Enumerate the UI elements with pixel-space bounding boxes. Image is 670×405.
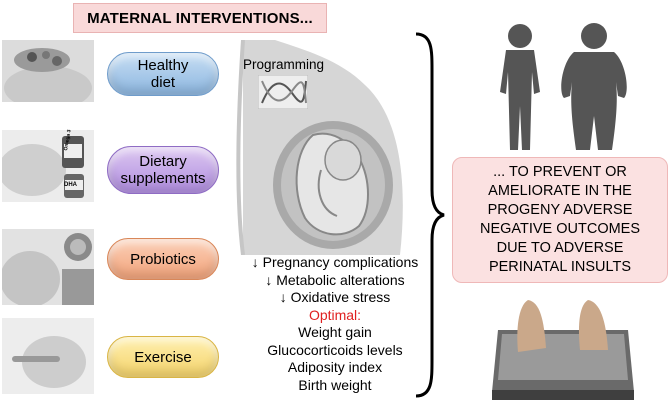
healthy-diet-photo [2, 40, 94, 102]
pregnancy-illustration [236, 40, 403, 255]
probiotics-pill: Probiotics [107, 238, 219, 280]
healthy-diet-pill: Healthy diet [107, 52, 219, 96]
weight-scale-icon [492, 300, 634, 400]
optimal-weight-gain: Weight gain [298, 324, 372, 340]
healthy-diet-label: Healthy diet [137, 57, 189, 91]
prevent-outcomes-box: ... TO PREVENT OR AMELIORATE IN THE PROG… [452, 157, 668, 283]
exercise-pill: Exercise [107, 336, 219, 378]
optimal-glucocorticoids: Glucocorticoids levels [267, 341, 403, 358]
optimal-birth-weight: Birth weight [298, 376, 372, 393]
exercise-label: Exercise [134, 348, 192, 366]
reduction-oxidative-stress: ↓ Oxidative stress [279, 289, 391, 305]
programming-label: Programming [243, 57, 325, 72]
exercise-photo [2, 318, 94, 394]
optimal-label: Optimal: [308, 306, 362, 323]
dna-icon [258, 75, 308, 109]
curly-brace [415, 32, 445, 398]
supplements-photo [2, 130, 94, 202]
dietary-supplements-pill: Dietary supplements [107, 146, 219, 194]
outcomes-list: ↓ Pregnancy complications ↓ Metabolic al… [240, 254, 430, 394]
reduction-pregnancy-complications: ↓ Pregnancy complications [251, 254, 419, 270]
probiotics-label: Probiotics [130, 250, 196, 268]
reduction-metabolic-alterations: ↓ Metabolic alterations [265, 271, 405, 288]
optimal-adiposity: Adiposity index [287, 359, 383, 375]
prevent-outcomes-text: ... TO PREVENT OR AMELIORATE IN THE PROG… [479, 164, 641, 275]
probiotics-photo [2, 229, 94, 305]
title-box: MATERNAL INTERVENTIONS... [73, 3, 327, 33]
title-text: MATERNAL INTERVENTIONS... [87, 9, 313, 27]
dha-label: DHA [64, 182, 77, 188]
dietary-supplements-label: Dietary supplements [120, 153, 206, 187]
children-silhouettes-icon [500, 23, 627, 150]
